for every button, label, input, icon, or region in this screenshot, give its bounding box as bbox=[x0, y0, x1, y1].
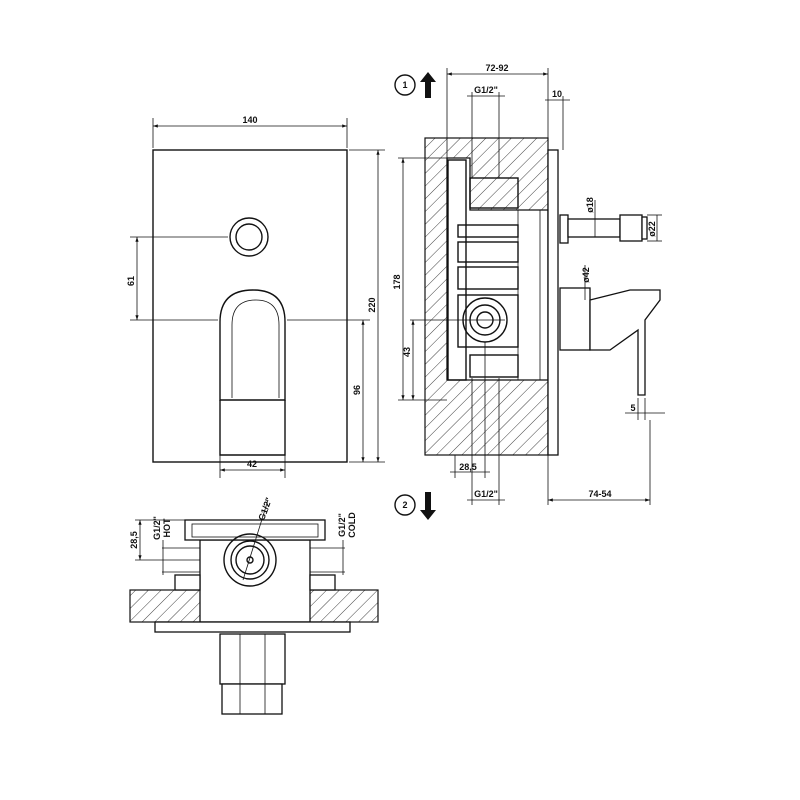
svg-text:HOT: HOT bbox=[162, 518, 172, 538]
dimension-72-92: 72-92 bbox=[446, 63, 549, 158]
dimension-d42: ø42 bbox=[581, 265, 591, 300]
arrow-up-icon bbox=[420, 72, 436, 98]
direction-marker-2: 2 bbox=[394, 492, 436, 520]
side-cover-plate bbox=[547, 149, 559, 456]
dimension-d22: ø22 bbox=[647, 214, 662, 242]
dimension-74-54: 74-54 bbox=[547, 420, 651, 505]
svg-text:5: 5 bbox=[630, 403, 635, 413]
arrow-down-icon bbox=[420, 492, 436, 520]
svg-text:ø22: ø22 bbox=[647, 221, 657, 237]
svg-text:10: 10 bbox=[552, 89, 562, 99]
svg-text:2: 2 bbox=[402, 500, 407, 510]
svg-text:74-54: 74-54 bbox=[588, 489, 611, 499]
svg-text:96: 96 bbox=[352, 385, 362, 395]
dimension-140: 140 bbox=[152, 115, 348, 148]
dimension-61: 61 bbox=[126, 236, 228, 321]
dimension-28-5: 28,5 bbox=[450, 342, 490, 478]
dimension-5: 5 bbox=[625, 398, 665, 420]
svg-text:G1/2": G1/2" bbox=[256, 496, 274, 522]
svg-text:28,5: 28,5 bbox=[459, 462, 477, 472]
dimension-96: 96 bbox=[287, 319, 370, 462]
svg-text:140: 140 bbox=[242, 115, 257, 125]
svg-text:ø18: ø18 bbox=[585, 197, 595, 213]
bottom-dimension-28-5: 28,5 bbox=[129, 519, 200, 561]
mixer-lever bbox=[219, 289, 286, 456]
dimension-bottom-g12: G1/2" bbox=[467, 378, 505, 505]
svg-text:COLD: COLD bbox=[347, 512, 357, 538]
svg-text:28,5: 28,5 bbox=[129, 531, 139, 549]
bottom-valve-body bbox=[199, 539, 311, 623]
svg-text:42: 42 bbox=[247, 459, 257, 469]
svg-text:178: 178 bbox=[392, 274, 402, 289]
hot-inlet-label: G1/2" HOT bbox=[152, 516, 200, 575]
svg-text:1: 1 bbox=[402, 80, 407, 90]
dimension-178: 178 bbox=[392, 157, 447, 401]
front-view: 140 61 220 96 42 bbox=[126, 115, 385, 478]
direction-marker-1: 1 bbox=[394, 72, 436, 98]
svg-text:72-92: 72-92 bbox=[485, 63, 508, 73]
svg-text:G1/2": G1/2" bbox=[474, 489, 498, 499]
diverter-button bbox=[229, 217, 269, 257]
valve-body bbox=[410, 159, 541, 381]
bottom-view: 28,5 G1/2" HOT G1/2" COLD G1/2" bbox=[129, 496, 379, 715]
svg-text:220: 220 bbox=[367, 297, 377, 312]
svg-text:ø42: ø42 bbox=[581, 267, 591, 283]
bottom-flange bbox=[184, 519, 326, 541]
dimension-d18: ø18 bbox=[585, 197, 596, 237]
dimension-43: 43 bbox=[402, 320, 415, 400]
bottom-cover-plate bbox=[154, 621, 351, 633]
bottom-cartridge bbox=[223, 533, 277, 587]
dimension-top-g12: G1/2" bbox=[467, 85, 505, 178]
svg-text:43: 43 bbox=[402, 347, 412, 357]
dimension-10: 10 bbox=[545, 89, 570, 150]
dimension-42: 42 bbox=[219, 455, 286, 478]
side-view: 72-92 G1/2" 10 178 43 ø18 bbox=[392, 63, 665, 520]
svg-text:G1/2": G1/2" bbox=[152, 516, 162, 540]
cover-plate bbox=[152, 149, 348, 463]
bottom-handle bbox=[219, 633, 286, 715]
side-handle bbox=[559, 287, 661, 396]
svg-text:61: 61 bbox=[126, 276, 136, 286]
svg-text:G1/2": G1/2" bbox=[474, 85, 498, 95]
svg-text:G1/2": G1/2" bbox=[337, 513, 347, 537]
cold-inlet-label: G1/2" COLD bbox=[310, 512, 357, 575]
dimension-220: 220 bbox=[349, 149, 385, 463]
spout bbox=[559, 214, 648, 244]
